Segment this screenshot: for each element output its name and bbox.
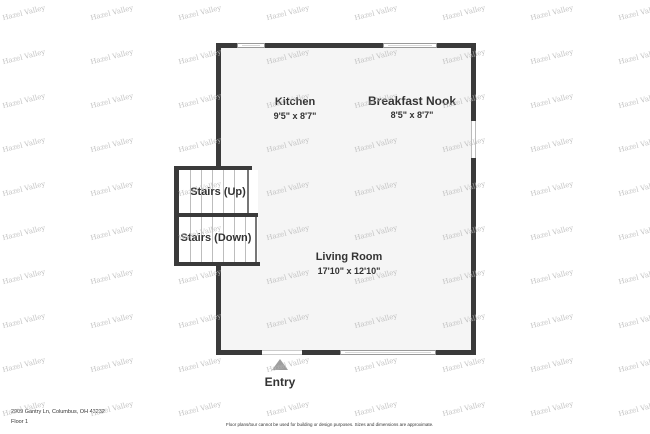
stair-tread bbox=[245, 217, 246, 262]
room-dimensions-breakfast-nook: 8'5" x 8'7" bbox=[390, 110, 434, 120]
stair-tread bbox=[223, 217, 224, 262]
entry-opening bbox=[262, 350, 302, 355]
room-label-living-room: Living Room bbox=[315, 251, 383, 263]
stairs-wall-mid bbox=[174, 213, 258, 217]
wall-right bbox=[471, 43, 476, 355]
room-label-kitchen: Kitchen bbox=[274, 96, 316, 108]
wall-top bbox=[216, 43, 476, 48]
stair-tread bbox=[223, 170, 224, 213]
room-dimensions-kitchen: 9'5" x 8'7" bbox=[273, 111, 317, 121]
stairs-wall-top bbox=[174, 166, 252, 170]
window-kitchen bbox=[237, 43, 265, 48]
room-label-breakfast-nook: Breakfast Nook bbox=[367, 94, 457, 108]
entry-label: Entry bbox=[264, 375, 296, 389]
room-label-stairs-up: Stairs (Up) bbox=[190, 186, 246, 198]
room-dimensions-living-room: 17'10" x 12'10" bbox=[317, 266, 381, 276]
window-right bbox=[471, 121, 476, 158]
window-living-room bbox=[340, 350, 436, 355]
floor-label: Floor 1 bbox=[11, 419, 29, 425]
stairs-down-right-rail bbox=[255, 217, 257, 262]
stair-tread bbox=[190, 170, 191, 213]
stairs-up-right-rail bbox=[247, 170, 249, 213]
wall-left-lower bbox=[216, 262, 221, 355]
stair-tread bbox=[201, 217, 202, 262]
disclaimer-text: Floor plans/tour cannot be used for buil… bbox=[226, 422, 434, 427]
stairs-wall-bottom bbox=[174, 262, 260, 266]
main-floor-area bbox=[220, 46, 472, 352]
stair-tread bbox=[201, 170, 202, 213]
stair-tread bbox=[234, 217, 235, 262]
entry-arrow-icon bbox=[272, 359, 288, 370]
stair-tread bbox=[212, 217, 213, 262]
address-text: 2909 Gantry Ln, Columbus, OH 43232 bbox=[11, 409, 105, 415]
stair-tread bbox=[212, 170, 213, 213]
stair-tread bbox=[190, 217, 191, 262]
stair-tread bbox=[234, 170, 235, 213]
room-label-stairs-down: Stairs (Down) bbox=[180, 232, 252, 244]
wall-left-upper bbox=[216, 43, 221, 170]
window-breakfast-nook bbox=[383, 43, 437, 48]
